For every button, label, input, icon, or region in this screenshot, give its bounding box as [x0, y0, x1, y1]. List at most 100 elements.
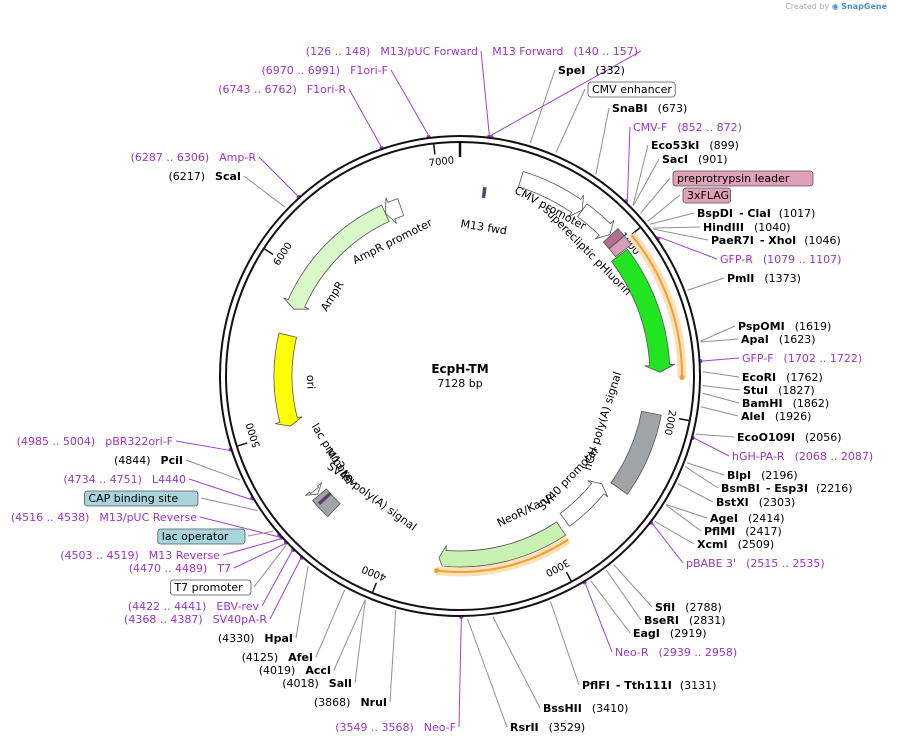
- label-nrui[interactable]: (3868)NruI: [314, 696, 387, 709]
- tick-mark: [565, 571, 572, 582]
- label-bsmbi[interactable]: BsmBI- Esp3I(2216): [721, 482, 853, 495]
- feature-superecliptic-phluorin: [610, 248, 675, 373]
- label-bamhi[interactable]: BamHI(1862): [742, 397, 829, 410]
- leader-line: [700, 406, 739, 417]
- label-t7-promoter[interactable]: T7 promoter: [169, 579, 252, 596]
- label-hindiii[interactable]: HindIII(1040): [703, 221, 791, 234]
- label-afei[interactable]: (4125)AfeI: [242, 651, 313, 664]
- label-cap-binding-site[interactable]: CAP binding site: [84, 490, 199, 507]
- feature-label-text: T7 promoter: [173, 581, 243, 594]
- label-snabi[interactable]: SnaBI(673): [612, 102, 687, 115]
- label-sv40pa-r[interactable]: (4368 .. 4387)SV40pA-R: [124, 613, 267, 626]
- label-bspdi[interactable]: BspDI- ClaI(1017): [697, 207, 815, 220]
- label-bsshii[interactable]: BssHII(3410): [543, 702, 628, 715]
- leader-line: [185, 459, 241, 481]
- label-lac-operator[interactable]: lac operator: [157, 528, 246, 545]
- label-text: PspOMI(1619): [738, 320, 831, 333]
- label-apai[interactable]: ApaI(1623): [741, 333, 815, 346]
- label-preprotrypsin-leader[interactable]: preprotrypsin leader: [672, 170, 814, 187]
- label-pbr322ori-f[interactable]: (4985 .. 5004)pBR322ori-F: [17, 435, 173, 448]
- label-acci[interactable]: (4019)AccI: [259, 664, 331, 677]
- feature-m13-fwd: [481, 186, 487, 199]
- label-text: SfiI(2788): [655, 601, 722, 614]
- label-text: BstXI(2303): [716, 496, 795, 509]
- label-ebv-rev[interactable]: (4422 .. 4441)EBV-rev: [128, 600, 260, 613]
- tick-label: 4000: [360, 563, 388, 583]
- label-text: PaeR7I- XhoI(1046): [711, 234, 841, 247]
- leader-line: [665, 504, 702, 532]
- snapgene-logo: ◉: [831, 2, 839, 11]
- label-cmv-enhancer[interactable]: CMV enhancer: [587, 81, 676, 98]
- label-t7[interactable]: (4470 .. 4489)T7: [129, 562, 231, 575]
- leader-line: [247, 530, 274, 537]
- label-neo-f[interactable]: (3549 .. 3568)Neo-F: [335, 721, 456, 734]
- label-ecori[interactable]: EcoRI(1762): [742, 371, 823, 384]
- leader-line: [492, 616, 541, 709]
- label-text: (6970 .. 6991)F1ori-F: [262, 64, 389, 77]
- label-m13-puc-forward[interactable]: (126 .. 148)M13/pUC Forward: [306, 45, 478, 58]
- label-stui[interactable]: StuI(1827): [743, 384, 815, 397]
- label-text: M13 Forward(140 .. 157): [492, 45, 638, 58]
- leader-line: [652, 226, 701, 229]
- label-scai[interactable]: (6217)ScaI: [168, 170, 241, 183]
- label-gfp-f[interactable]: GFP-F(1702 .. 1722): [742, 352, 862, 365]
- label-text: (6287 .. 6306)Amp-R: [131, 151, 257, 164]
- label-m13-puc-reverse[interactable]: (4516 .. 4538)M13/pUC Reverse: [11, 511, 197, 524]
- label-hpai[interactable]: (4330)HpaI: [218, 632, 293, 645]
- leader-line: [188, 478, 251, 500]
- label-text: BlpI(2196): [727, 469, 798, 482]
- backbone-outer-strand: [219, 135, 701, 617]
- feature-label-box: [672, 170, 814, 187]
- label-text: (4516 .. 4538)M13/pUC Reverse: [11, 511, 197, 524]
- label-eagi[interactable]: EagI(2919): [633, 627, 706, 640]
- label-pflmi[interactable]: PflMI(2417): [704, 525, 782, 538]
- leader-line: [390, 69, 429, 136]
- leader-line: [199, 516, 278, 538]
- label-spei[interactable]: SpeI(332): [558, 64, 625, 77]
- label-paer7i[interactable]: PaeR7I- XhoI(1046): [711, 234, 841, 247]
- feature-label-box: [84, 490, 199, 507]
- feature-arrows: [273, 171, 675, 572]
- label-eco53ki[interactable]: Eco53kI(899): [651, 139, 739, 152]
- label-m13-reverse[interactable]: (4503 .. 4519)M13 Reverse: [60, 549, 220, 562]
- label-f1ori-f[interactable]: (6970 .. 6991)F1ori-F: [262, 64, 389, 77]
- label-cmv-f[interactable]: CMV-F(852 .. 872): [633, 121, 742, 134]
- feature-cmv-promoter: [576, 203, 615, 240]
- label-gfp-r[interactable]: GFP-R(1079 .. 1107): [720, 253, 841, 266]
- feature-label-text: lac operator: [162, 530, 229, 543]
- label-saci[interactable]: SacI(901): [662, 153, 728, 166]
- label-pcii[interactable]: (4844)PciI: [114, 454, 183, 467]
- leader-line: [348, 88, 382, 147]
- label-text: Eco53kI(899): [651, 139, 739, 152]
- label-amp-r[interactable]: (6287 .. 6306)Amp-R: [131, 151, 257, 164]
- label-bstxi[interactable]: BstXI(2303): [716, 496, 795, 509]
- label-f1ori-r[interactable]: (6743 .. 6762)F1ori-R: [218, 83, 346, 96]
- label-bseri[interactable]: BseRI(2831): [644, 614, 726, 627]
- label-pspomi[interactable]: PspOMI(1619): [738, 320, 831, 333]
- label-pbabe-3-[interactable]: pBABE 3'(2515 .. 2535): [686, 557, 825, 570]
- label-text: (4125)AfeI: [242, 651, 313, 664]
- leader-line: [200, 497, 258, 512]
- label-text: (4503 .. 4519)M13 Reverse: [60, 549, 220, 562]
- center-title: EcpH-TM 7128 bp: [431, 362, 488, 390]
- label-alei[interactable]: AleI(1926): [741, 410, 811, 423]
- label-l4440[interactable]: (4734 .. 4751)L4440: [63, 473, 186, 486]
- label-pmli[interactable]: PmlI(1373): [727, 272, 801, 285]
- label-sali[interactable]: (4018)SalI: [282, 677, 352, 690]
- label-neo-r[interactable]: Neo-R(2939 .. 2958): [615, 646, 737, 659]
- label-text: hGH-PA-R(2068 .. 2087): [732, 450, 873, 463]
- label-sfii[interactable]: SfiI(2788): [655, 601, 722, 614]
- leader-line: [702, 385, 741, 391]
- label-pflfi[interactable]: PflFI- Tth111I(3131): [582, 679, 716, 692]
- label-blpi[interactable]: BlpI(2196): [727, 469, 798, 482]
- label-rsrii[interactable]: RsrII(3529): [510, 721, 585, 734]
- label-agei[interactable]: AgeI(2414): [710, 512, 785, 525]
- feature-label-text: preprotrypsin leader: [677, 172, 790, 185]
- leader-line: [595, 107, 610, 175]
- label-hgh-pa-r[interactable]: hGH-PA-R(2068 .. 2087): [732, 450, 873, 463]
- label-3xflag[interactable]: 3xFLAG: [682, 187, 731, 204]
- label-xcmi[interactable]: XcmI(2509): [697, 538, 774, 551]
- label-ecoo109i[interactable]: EcoO109I(2056): [737, 431, 842, 444]
- label-m13-forward[interactable]: M13 Forward(140 .. 157): [492, 45, 638, 58]
- leader-line: [175, 440, 229, 451]
